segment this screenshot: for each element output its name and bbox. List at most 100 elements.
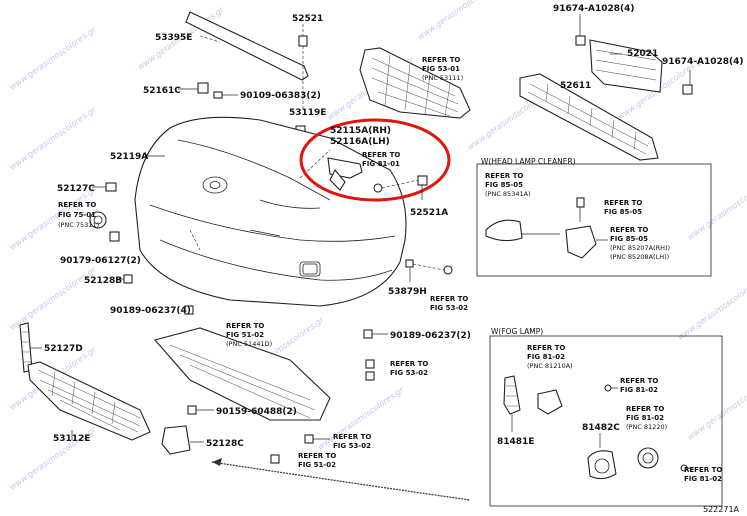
side-retainer-52115a	[327, 157, 419, 193]
ref-fig-75-01: REFER TO FIG 75-01 (PNC 75311)	[58, 201, 99, 229]
clips-bottom	[270, 434, 330, 464]
box-title-fog-lamp: W(FOG LAMP)	[491, 327, 543, 336]
fog-lamp-box: W(FOG LAMP) REFER TO FIG 81-02 (PNC 8121…	[489, 327, 723, 507]
ref-hl-85-05-b: REFER TO FIG 85-05	[604, 199, 642, 216]
part-label-53879h: 53879H	[388, 287, 427, 297]
part-label-52021: 52021	[627, 49, 658, 59]
part-label-52127d: 52127D	[44, 344, 83, 354]
svg-text:FIG 51-02: FIG 51-02	[298, 461, 336, 469]
svg-text:REFER TO: REFER TO	[362, 151, 400, 159]
svg-text:FIG 81-02: FIG 81-02	[527, 353, 565, 361]
part-label-52127c: 52127C	[57, 184, 95, 194]
part-label-52161c: 52161C	[143, 86, 181, 96]
part-label-52119a: 52119A	[110, 152, 148, 162]
clip-90159	[187, 405, 214, 415]
svg-text:(PNC 75311): (PNC 75311)	[58, 221, 99, 229]
ref-fig-53-02-c: REFER TO FIG 53-02	[333, 433, 371, 450]
arrow-head	[212, 458, 222, 466]
highlight-circle	[299, 118, 451, 202]
svg-text:REFER TO: REFER TO	[684, 466, 722, 474]
svg-text:(PNC 51441D): (PNC 51441D)	[226, 340, 272, 348]
part-label-90109: 90109-06383(2)	[240, 91, 321, 101]
svg-text:REFER TO: REFER TO	[620, 377, 658, 385]
svg-text:REFER TO: REFER TO	[485, 172, 523, 180]
svg-text:FIG 75-01: FIG 75-01	[58, 211, 96, 219]
svg-text:FIG 53-02: FIG 53-02	[390, 369, 428, 377]
svg-text:FIG 85-05: FIG 85-05	[485, 181, 523, 189]
clip-90179	[109, 231, 120, 242]
bolt-91674-top	[575, 14, 586, 46]
watermark-text: www.gerasimoscolores.gr	[8, 265, 98, 332]
watermark-text: www.gerasimoscolores.gr	[686, 375, 747, 442]
ref-fig-53-02-b: REFER TO FIG 53-02	[390, 360, 428, 377]
svg-text:REFER TO: REFER TO	[298, 452, 336, 460]
svg-text:FIG 81-02: FIG 81-02	[620, 386, 658, 394]
svg-text:FIG 53-01: FIG 53-01	[422, 65, 460, 73]
svg-text:FIG 81-02: FIG 81-02	[684, 475, 722, 483]
bolt-91674-right	[682, 70, 693, 95]
part-label-81481e: 81481E	[497, 437, 534, 447]
ref-hl-85-05-a: REFER TO FIG 85-05 (PNC 85341A)	[485, 172, 531, 198]
svg-text:(PNC 53111): (PNC 53111)	[422, 74, 463, 82]
svg-text:(PNC 81220): (PNC 81220)	[626, 423, 667, 431]
bottom-moulding-arc	[211, 461, 471, 501]
bracket-52128b	[118, 274, 133, 284]
part-label-52128b: 52128B	[84, 276, 122, 286]
part-label-53119e: 53119E	[289, 108, 326, 118]
diagram-id: 522271A	[703, 505, 740, 514]
ref-fog-81-02-d: REFER TO FIG 81-02	[684, 466, 722, 483]
svg-text:REFER TO: REFER TO	[390, 360, 428, 368]
lower-grille-53112e	[27, 361, 151, 441]
head-lamp-cleaner-box: W(HEAD LAMP CLEANER) REFER TO FIG 85-05 …	[476, 157, 712, 277]
svg-text:REFER TO: REFER TO	[422, 56, 460, 64]
svg-text:(PNC 85208A(LH)): (PNC 85208A(LH))	[610, 253, 669, 261]
svg-text:(PNC 81210A): (PNC 81210A)	[527, 362, 573, 370]
part-label-90159: 90159-60488(2)	[216, 407, 297, 417]
reinforcement-52021	[589, 39, 663, 93]
svg-text:REFER TO: REFER TO	[333, 433, 371, 441]
part-label-91674-a: 91674-A1028(4)	[553, 4, 635, 14]
watermark-text: www.gerasimoscolores.gr	[8, 25, 98, 92]
svg-text:FIG 53-02: FIG 53-02	[333, 442, 371, 450]
svg-text:REFER TO: REFER TO	[604, 199, 642, 207]
svg-text:REFER TO: REFER TO	[430, 295, 468, 303]
bumper-moulding-53395e	[185, 11, 309, 81]
part-label-53112e: 53112E	[53, 434, 90, 444]
svg-text:REFER TO: REFER TO	[58, 201, 96, 209]
part-label-52116a: 52116A(LH)	[330, 137, 390, 147]
svg-text:FIG 53-02: FIG 53-02	[430, 304, 468, 312]
svg-text:FIG 81-02: FIG 81-02	[626, 414, 664, 422]
svg-text:FIG 85-05: FIG 85-05	[604, 208, 642, 216]
watermark-text: www.gerasimoscolores.gr	[686, 175, 747, 242]
part-label-52611: 52611	[560, 81, 591, 91]
cover-52128c	[161, 425, 204, 455]
part-label-90189-4: 90189-06237(4)	[110, 306, 191, 316]
part-label-91674-b: 91674-A1028(4)	[662, 57, 744, 67]
svg-text:(PNC 85207A(RH)): (PNC 85207A(RH))	[610, 244, 670, 252]
part-label-53395e: 53395E	[155, 33, 192, 43]
svg-text:REFER TO: REFER TO	[527, 344, 565, 352]
ref-fig-53-02-a: REFER TO FIG 53-02	[430, 295, 468, 312]
lower-absorber-51441d	[154, 327, 331, 421]
clip-53879h	[405, 259, 453, 282]
part-label-52128c: 52128C	[206, 439, 244, 449]
cap-52127c	[89, 182, 117, 229]
reinforcement-52611	[519, 73, 659, 161]
ref-fig-51-02-a: REFER TO FIG 51-02 (PNC 51441D)	[226, 322, 272, 348]
svg-text:REFER TO: REFER TO	[626, 405, 664, 413]
ref-fig-81-01: REFER TO FIG 81-01	[362, 151, 400, 168]
part-label-81482c: 81482C	[582, 423, 620, 433]
clip-52521	[298, 24, 308, 110]
watermark-text: www.gerasimoscolores.gr	[8, 105, 98, 172]
part-label-90179: 90179-06127(2)	[60, 256, 141, 266]
ref-fig-51-02-b: REFER TO FIG 51-02	[298, 452, 336, 469]
ref-fog-81-02-c: REFER TO FIG 81-02 (PNC 81220)	[626, 405, 667, 431]
svg-text:REFER TO: REFER TO	[226, 322, 264, 330]
bracket-52161c	[178, 82, 238, 99]
part-label-90189-2: 90189-06237(2)	[390, 331, 471, 341]
ref-fog-81-02-b: REFER TO FIG 81-02	[620, 377, 658, 394]
svg-text:FIG 81-01: FIG 81-01	[362, 160, 400, 168]
svg-text:(PNC 85341A): (PNC 85341A)	[485, 190, 531, 198]
part-label-52115a: 52115A(RH)	[330, 126, 391, 136]
